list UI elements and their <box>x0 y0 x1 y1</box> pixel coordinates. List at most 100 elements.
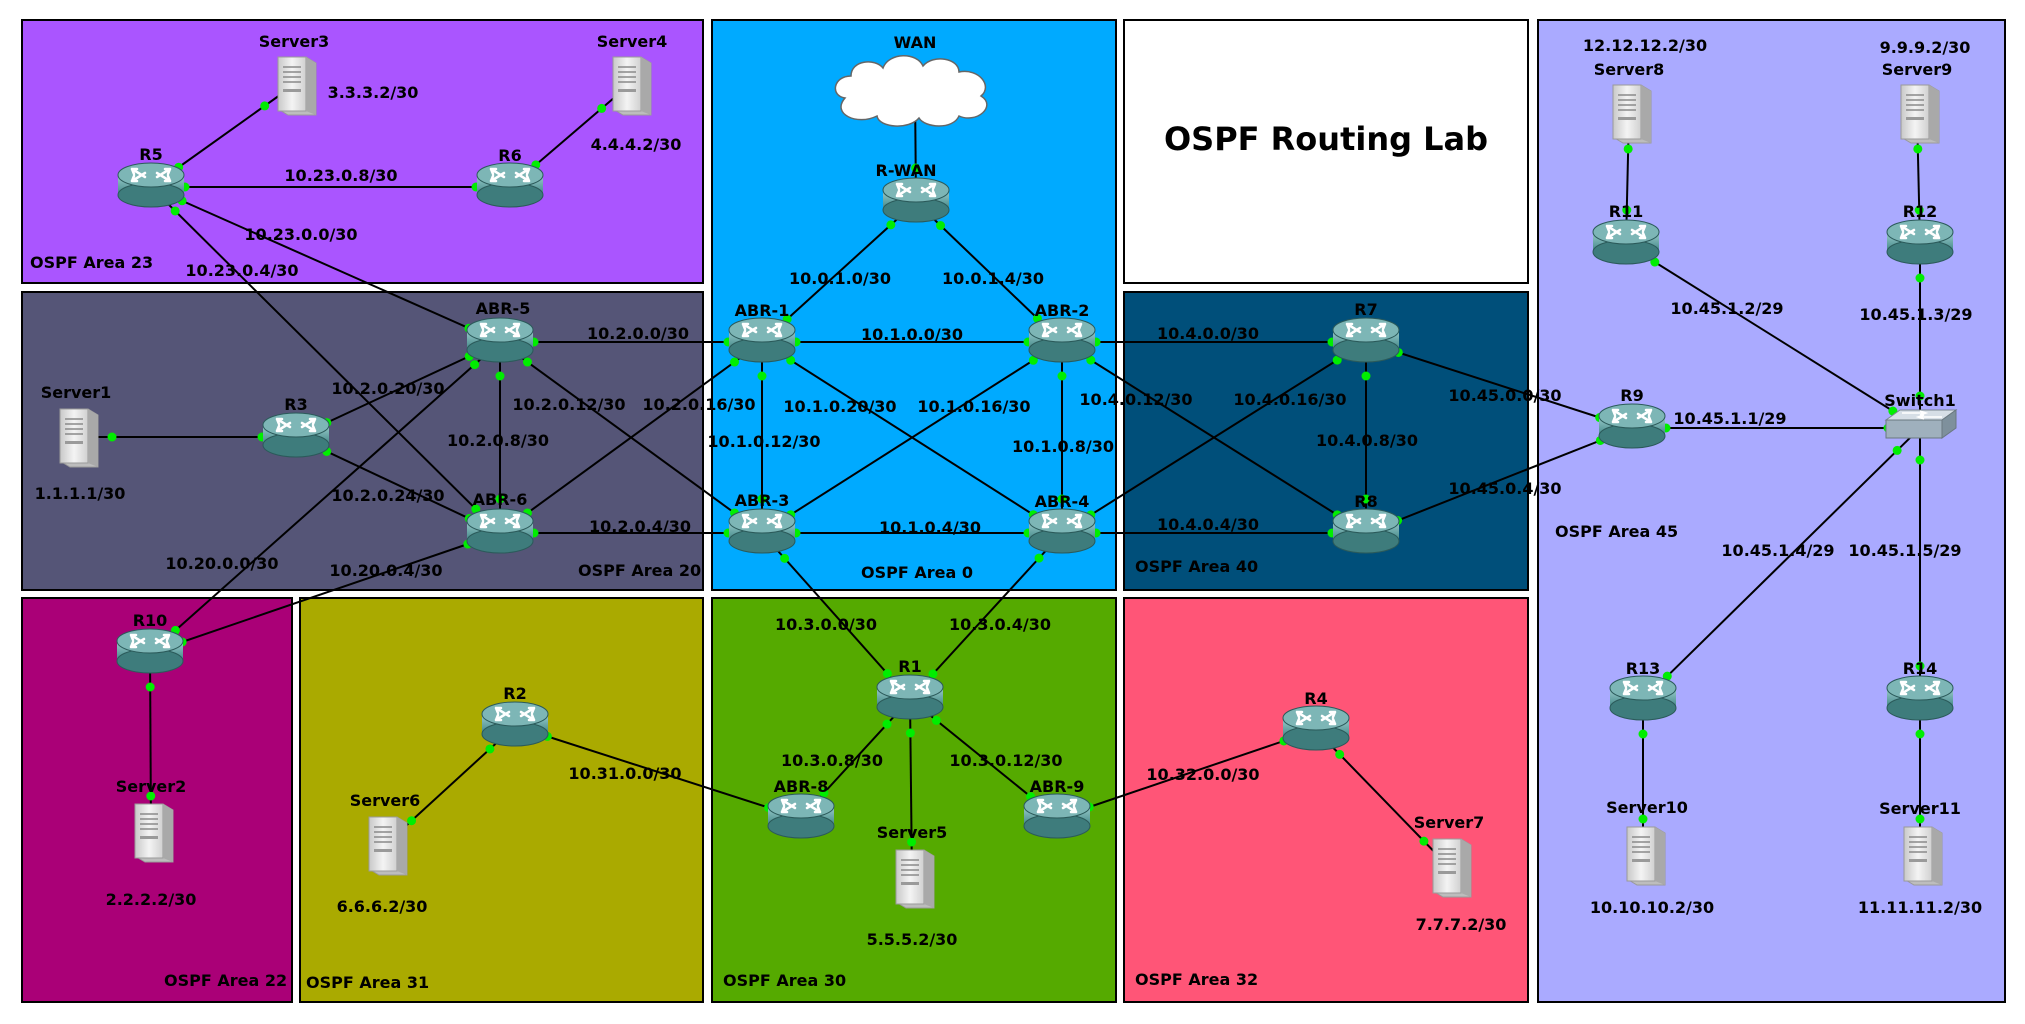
router-icon[interactable] <box>1332 508 1400 554</box>
node-label-r9: R9 <box>1620 386 1643 405</box>
link-endpoint-dot <box>757 371 767 381</box>
node-label-abr-2: ABR-2 <box>1035 301 1090 320</box>
node-label-r13: R13 <box>1626 659 1661 678</box>
area-31-box <box>299 597 704 1003</box>
node-label-r6: R6 <box>498 146 521 165</box>
router-icon[interactable] <box>1028 317 1096 363</box>
address-label-server5: 5.5.5.2/30 <box>867 930 958 949</box>
router-icon[interactable] <box>466 317 534 363</box>
link-endpoint-dot <box>170 206 180 216</box>
link-endpoint-dot <box>597 103 607 113</box>
area-label-32: OSPF Area 32 <box>1135 970 1258 989</box>
link-endpoint-dot <box>107 432 117 442</box>
subnet-label: 10.3.0.8/30 <box>781 751 883 770</box>
router-icon[interactable] <box>117 162 185 208</box>
node-label-r11: R11 <box>1609 202 1644 221</box>
server-icon[interactable] <box>1626 826 1666 886</box>
server-icon[interactable] <box>612 56 652 116</box>
node-label-server6: Server6 <box>350 791 421 810</box>
router-icon[interactable] <box>262 412 330 458</box>
server-icon[interactable] <box>1432 838 1472 898</box>
address-label-server1: 1.1.1.1/30 <box>35 484 126 503</box>
area-label-23: OSPF Area 23 <box>30 253 153 272</box>
server-icon[interactable] <box>59 408 99 468</box>
router-icon[interactable] <box>481 701 549 747</box>
server-icon[interactable] <box>895 849 935 909</box>
link-endpoint-dot <box>907 837 917 847</box>
server-icon[interactable] <box>134 803 174 863</box>
subnet-label: 10.20.0.0/30 <box>165 554 278 573</box>
link-abr-9-r4 <box>1056 729 1317 819</box>
router-icon[interactable] <box>728 317 796 363</box>
router-icon[interactable] <box>1598 403 1666 449</box>
router-icon[interactable] <box>116 628 184 674</box>
link-endpoint-dot <box>522 357 532 367</box>
router-icon[interactable] <box>1028 508 1096 554</box>
router-icon[interactable] <box>1886 219 1954 265</box>
node-label-server7: Server7 <box>1414 813 1485 832</box>
subnet-label: 10.1.0.4/30 <box>879 518 981 537</box>
area-label-40: OSPF Area 40 <box>1135 557 1258 576</box>
subnet-label: 10.4.0.16/30 <box>1233 390 1346 409</box>
node-label-server5: Server5 <box>877 823 948 842</box>
switch-icon[interactable] <box>1884 409 1958 439</box>
address-label-server8: 12.12.12.2/30 <box>1583 36 1707 55</box>
address-label-server6: 6.6.6.2/30 <box>337 897 428 916</box>
subnet-label: 10.2.0.4/30 <box>589 517 691 536</box>
link-endpoint-dot <box>1057 494 1067 504</box>
link-endpoint-dot <box>146 791 156 801</box>
router-icon[interactable] <box>466 508 534 554</box>
link-r10-abr-6 <box>149 532 501 654</box>
subnet-label: 10.3.0.0/30 <box>775 615 877 634</box>
node-label-abr-4: ABR-4 <box>1035 492 1090 511</box>
router-icon[interactable] <box>767 793 835 839</box>
node-label-wan: WAN <box>894 33 937 52</box>
link-r8-r9 <box>1365 427 1633 534</box>
router-icon[interactable] <box>1592 219 1660 265</box>
server-icon[interactable] <box>1900 84 1940 144</box>
link-r11-switch1 <box>1625 243 1921 429</box>
area-23-box <box>21 19 704 284</box>
router-icon[interactable] <box>1886 675 1954 721</box>
node-label-abr-5: ABR-5 <box>476 299 531 318</box>
link-endpoint-dot <box>936 221 946 231</box>
subnet-label: 10.2.0.12/30 <box>512 395 625 414</box>
address-label-server7: 7.7.7.2/30 <box>1416 915 1507 934</box>
area-label-22: OSPF Area 22 <box>164 971 287 990</box>
subnet-label: 10.4.0.8/30 <box>1316 431 1418 450</box>
router-icon[interactable] <box>728 508 796 554</box>
link-endpoint-dot <box>1028 355 1038 365</box>
server-icon[interactable] <box>1903 826 1943 886</box>
subnet-label: 10.23.0.4/30 <box>185 261 298 280</box>
router-icon[interactable] <box>876 674 944 720</box>
server-icon[interactable] <box>277 56 317 116</box>
link-endpoint-dot <box>495 371 505 381</box>
router-icon[interactable] <box>1023 793 1091 839</box>
cloud-icon[interactable] <box>834 55 988 127</box>
server-icon[interactable] <box>1612 84 1652 144</box>
subnet-label: 10.2.0.24/30 <box>331 486 444 505</box>
node-label-server4: Server4 <box>597 32 668 51</box>
subnet-label: 10.45.1.2/29 <box>1670 299 1783 318</box>
link-endpoint-dot <box>1913 144 1923 154</box>
router-icon[interactable] <box>1332 317 1400 363</box>
server-icon[interactable] <box>368 816 408 876</box>
link-r10-abr-5 <box>149 341 501 654</box>
router-icon[interactable] <box>476 162 544 208</box>
router-icon[interactable] <box>1282 705 1350 751</box>
subnet-label: 10.1.0.16/30 <box>917 397 1030 416</box>
router-icon[interactable] <box>1609 675 1677 721</box>
subnet-label: 10.4.0.0/30 <box>1157 324 1259 343</box>
area-32-box <box>1123 597 1529 1003</box>
node-label-r4: R4 <box>1304 689 1327 708</box>
node-label-server9: Server9 <box>1882 60 1953 79</box>
node-label-abr-6: ABR-6 <box>473 490 528 509</box>
subnet-label: 10.3.0.12/30 <box>949 751 1062 770</box>
node-label-server3: Server3 <box>259 32 330 51</box>
router-icon[interactable] <box>882 177 950 223</box>
link-endpoint-dot <box>882 669 892 679</box>
node-label-r10: R10 <box>133 611 168 630</box>
subnet-label: 10.2.0.16/30 <box>642 395 755 414</box>
address-label-server3: 3.3.3.2/30 <box>328 83 419 102</box>
address-label-server10: 10.10.10.2/30 <box>1590 898 1714 917</box>
